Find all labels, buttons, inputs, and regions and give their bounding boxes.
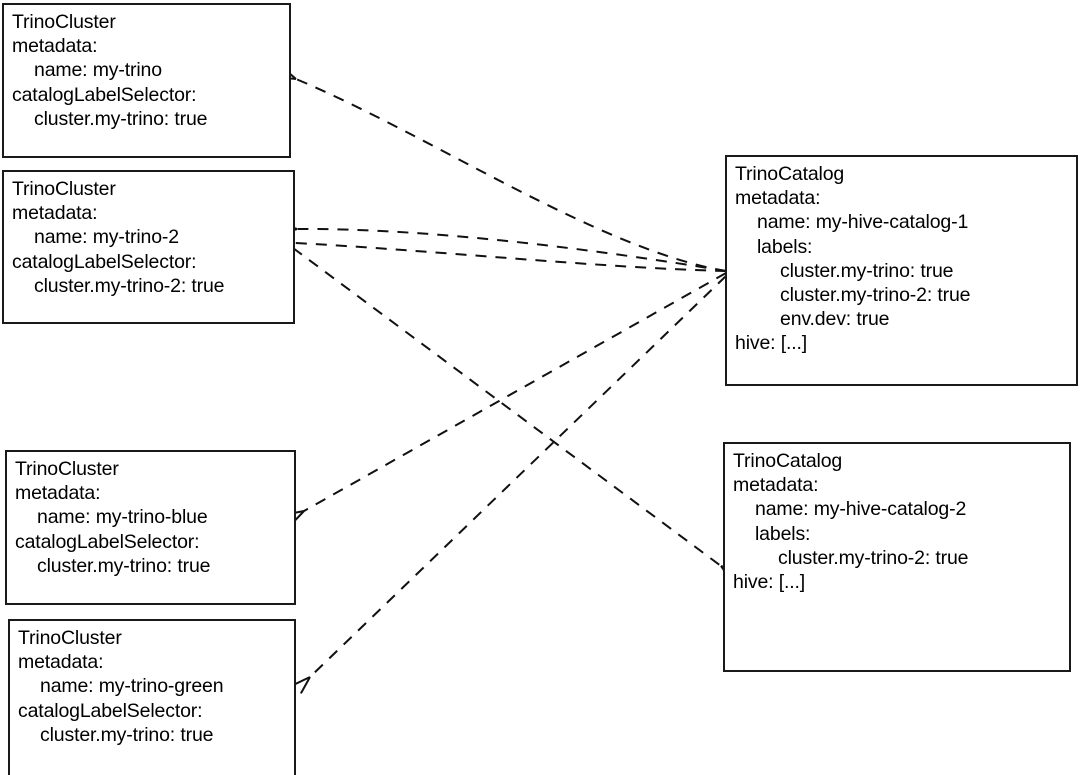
node-hive-field: hive: [...] [733,571,806,594]
edge-catalog1-to-cluster-my-trino-2b [295,243,727,272]
node-metadata-key: metadata: [12,202,98,225]
node-label-3: env.dev: true [780,308,890,331]
node-metadata-key: metadata: [15,482,101,505]
edge-catalog1-to-cluster-my-trino-blue [304,272,727,511]
node-name-field: name: my-hive-catalog-2 [755,498,967,521]
node-selector-label: cluster.my-trino: true [37,554,211,577]
node-labels-key: labels: [755,522,811,545]
node-kind: TrinoCluster [12,178,116,200]
node-label-1: cluster.my-trino: true [780,259,954,282]
node-name-field: name: my-hive-catalog-1 [757,211,969,234]
node-catalog-label-selector-key: catalogLabelSelector: [15,530,200,553]
node-name-field: name: my-trino [34,59,162,82]
edge-catalog1-to-cluster-my-trino-green [310,275,727,677]
node-trinocluster-my-trino[interactable]: TrinoCluster metadata: name: my-trino ca… [2,3,291,158]
node-name-field: name: my-trino-2 [34,226,179,249]
node-selector-label: cluster.my-trino: true [34,107,208,130]
node-catalog-label-selector-key: catalogLabelSelector: [12,83,197,106]
node-trinocluster-my-trino-blue[interactable]: TrinoCluster metadata: name: my-trino-bl… [5,450,296,605]
node-kind: TrinoCatalog [733,450,843,472]
edge-catalog1-to-cluster-my-trino [296,79,727,272]
node-name-field: name: my-trino-green [40,675,224,698]
node-trinocluster-my-trino-green[interactable]: TrinoCluster metadata: name: my-trino-gr… [8,619,296,775]
node-catalog-label-selector-key: catalogLabelSelector: [12,250,197,273]
node-kind: TrinoCluster [18,627,122,649]
node-selector-label: cluster.my-trino: true [40,723,214,746]
node-hive-field: hive: [...] [735,332,808,355]
node-metadata-key: metadata: [733,474,819,497]
node-kind: TrinoCatalog [735,163,845,185]
node-label-1: cluster.my-trino-2: true [778,546,969,569]
node-metadata-key: metadata: [18,651,104,674]
node-trinocatalog-my-hive-catalog-1[interactable]: TrinoCatalog metadata: name: my-hive-cat… [725,155,1078,386]
edge-cluster-my-trino-2-to-catalog2 [292,247,721,566]
node-kind: TrinoCluster [12,11,116,33]
node-label-2: cluster.my-trino-2: true [780,284,971,307]
node-labels-key: labels: [757,235,813,258]
node-catalog-label-selector-key: catalogLabelSelector: [18,699,203,722]
node-metadata-key: metadata: [12,35,98,58]
edge-catalog1-to-cluster-my-trino-2a [297,229,727,272]
node-name-field: name: my-trino-blue [37,506,208,529]
node-selector-label: cluster.my-trino-2: true [34,274,225,297]
node-trinocatalog-my-hive-catalog-2[interactable]: TrinoCatalog metadata: name: my-hive-cat… [723,442,1071,672]
node-metadata-key: metadata: [735,187,821,210]
node-kind: TrinoCluster [15,458,119,480]
node-trinocluster-my-trino-2[interactable]: TrinoCluster metadata: name: my-trino-2 … [2,170,295,324]
